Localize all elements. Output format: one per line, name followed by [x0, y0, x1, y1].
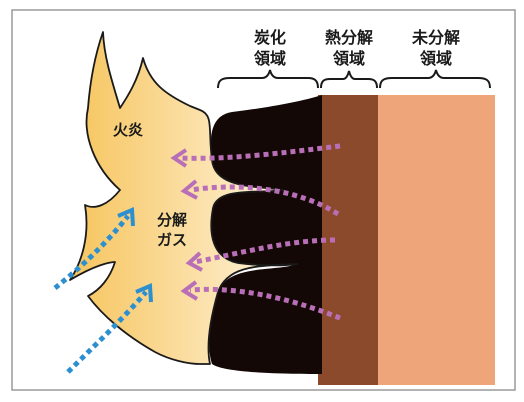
- air-flow-arrow-2: [66, 290, 148, 374]
- pyrolysis-region-label-line1: 熱分解: [325, 28, 373, 47]
- air-flow-arrow-1: [53, 214, 130, 290]
- gas-flow-arrow-2: [189, 184, 340, 217]
- flame-label: 火炎: [113, 121, 143, 139]
- decomposition-gas-label-line1: 分解: [157, 211, 187, 229]
- gas-flow-arrowhead-4: [180, 280, 199, 301]
- unpyrolyzed-region-label-line1: 未分解: [411, 28, 460, 47]
- flame-shape: [69, 31, 298, 365]
- gas-flow-arrows: [179, 143, 341, 321]
- char-region-brace: [217, 69, 319, 89]
- air-flow-arrowhead-1: [117, 207, 135, 227]
- char-region-label-line1: 炭化: [254, 28, 286, 47]
- gas-flow-arrowhead-2: [180, 179, 198, 200]
- pyrolysis-region-label-line2: 領域: [333, 49, 365, 68]
- pyrolysis-region: [318, 95, 378, 385]
- air-flow-arrowhead-2: [135, 283, 153, 303]
- unpyrolyzed-region: [377, 95, 495, 385]
- air-flow-arrowheads: [117, 207, 153, 303]
- unpyrolyzed-region-brace: [379, 69, 491, 89]
- frame-border: [11, 9, 516, 391]
- decomposition-gas-label-line2: ガス: [157, 231, 187, 249]
- pyrolysis-region-brace: [320, 70, 378, 89]
- char-region-label-line2: 領域: [254, 49, 286, 68]
- unpyrolyzed-region-label-line2: 領域: [420, 49, 452, 68]
- gas-flow-arrow-4: [189, 286, 341, 321]
- gas-flow-arrowhead-3: [185, 251, 203, 272]
- gas-flow-arrowheads: [170, 148, 203, 301]
- air-flow-arrows: [53, 214, 148, 374]
- gas-flow-arrowhead-1: [170, 148, 188, 168]
- char-region: [209, 95, 322, 374]
